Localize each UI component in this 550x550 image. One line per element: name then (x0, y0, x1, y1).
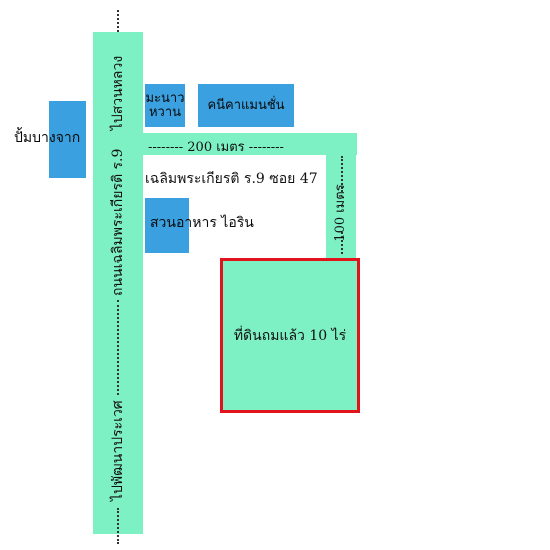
road-north-label: ไปสวนหลวง (110, 55, 126, 131)
landmark-mansion: คนีคาแมนชั่น (198, 84, 294, 127)
road-mid-dots (117, 300, 119, 395)
road-main-label: ถนนเฉลิมพระเกียรติ ร.9 (110, 148, 126, 296)
distance-horizontal-label: -------- 200 เมตร -------- (148, 140, 284, 155)
soi-name-label: เฉลิมพระเกียรติ ร.9 ซอย 47 (145, 171, 318, 187)
landmark-restaurant: สวนอาหาร ไอริน (145, 198, 254, 253)
distance-vertical-text: 100 เมตร (333, 184, 348, 242)
road-south-dots (117, 508, 119, 544)
road-north-dots (117, 10, 119, 32)
landmark-restaurant-label: สวนอาหาร ไอริน (150, 215, 254, 231)
distance-horizontal-text: 200 เมตร (187, 140, 245, 155)
branch-dots-top (341, 156, 343, 192)
landmark-manao-wan: มะนาวหวาน (145, 84, 185, 127)
main-road (93, 32, 143, 534)
distance-vertical-label: 100 เมตร (333, 177, 349, 249)
landmark-bang-chak: ปั้มบางจาก (14, 101, 86, 178)
branch-dots-bottom (341, 232, 343, 254)
landmark-bang-chak-label: ปั้มบางจาก (14, 130, 81, 146)
road-south-label: ไปพัฒนาประเวศ (110, 400, 126, 501)
soi-road (143, 133, 357, 155)
land-plot: ที่ดินถมแล้ว 10 ไร่ (220, 258, 360, 413)
land-plot-label: ที่ดินถมแล้ว 10 ไร่ (233, 327, 347, 344)
